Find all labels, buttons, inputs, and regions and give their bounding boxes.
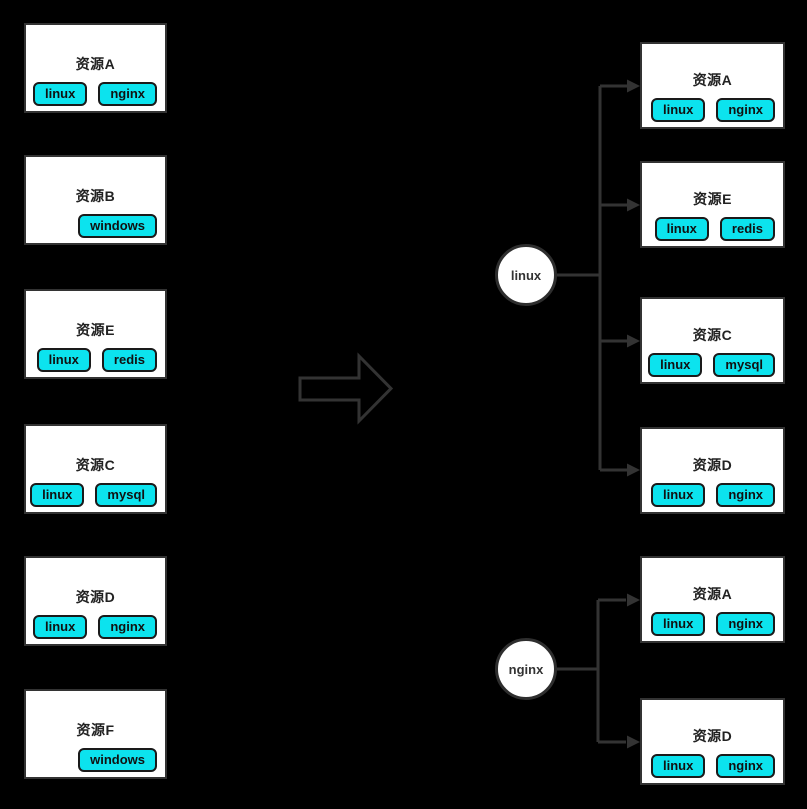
left-card-resource-a: 资源A linux nginx xyxy=(24,23,167,113)
tag-row: windows xyxy=(26,748,165,777)
card-title: 资源E xyxy=(76,322,115,338)
arrowhead-icon xyxy=(627,79,640,93)
tag-nginx: nginx xyxy=(716,98,775,122)
tag-nginx: nginx xyxy=(716,612,775,636)
left-card-resource-e: 资源E linux redis xyxy=(24,289,167,379)
linux-group-card-resource-c: 资源C linux mysql xyxy=(640,297,785,384)
linux-group-connector xyxy=(557,84,628,472)
tag-nginx: nginx xyxy=(98,615,157,639)
tag-linux: linux xyxy=(36,348,91,372)
tag-mysql: mysql xyxy=(95,483,157,507)
tag-linux: linux xyxy=(32,615,88,639)
card-title: 资源D xyxy=(692,728,733,744)
card-title: 资源F xyxy=(76,722,115,738)
group-node-label: nginx xyxy=(508,661,544,677)
card-title: 资源C xyxy=(75,457,116,473)
nginx-group-card-resource-a: 资源A linux nginx xyxy=(640,556,785,643)
tag-row: linux nginx xyxy=(642,612,783,641)
linux-group-card-resource-a: 资源A linux nginx xyxy=(640,42,785,129)
card-title: 资源D xyxy=(692,457,733,473)
card-title: 资源A xyxy=(75,56,116,72)
tag-row: linux nginx xyxy=(642,754,783,783)
tag-row: linux redis xyxy=(26,348,165,377)
tag-row: linux mysql xyxy=(642,353,783,382)
tag-row: linux nginx xyxy=(26,615,165,644)
linux-group-card-resource-e: 资源E linux redis xyxy=(640,161,785,248)
tag-windows: windows xyxy=(78,214,157,238)
card-title: 资源B xyxy=(75,188,116,204)
card-title: 资源E xyxy=(693,191,732,207)
transform-arrow-icon xyxy=(298,352,394,425)
group-node-linux: linux xyxy=(495,244,557,306)
tag-linux: linux xyxy=(648,353,703,377)
tag-linux: linux xyxy=(650,483,706,507)
tag-row: linux nginx xyxy=(642,98,783,127)
tag-row: linux nginx xyxy=(26,82,165,111)
card-title: 资源A xyxy=(692,72,733,88)
tag-linux: linux xyxy=(32,82,88,106)
tag-linux: linux xyxy=(30,483,85,507)
tag-linux: linux xyxy=(650,98,706,122)
tag-nginx: nginx xyxy=(98,82,157,106)
tag-mysql: mysql xyxy=(713,353,775,377)
tag-nginx: nginx xyxy=(716,754,775,778)
linux-group-card-resource-d: 资源D linux nginx xyxy=(640,427,785,514)
arrowhead-icon xyxy=(627,735,640,749)
group-node-label: linux xyxy=(510,267,542,283)
card-title: 资源A xyxy=(692,586,733,602)
tag-linux: linux xyxy=(650,612,706,636)
arrowhead-icon xyxy=(627,463,640,477)
arrowhead-icon xyxy=(627,198,640,212)
group-node-nginx: nginx xyxy=(495,638,557,700)
left-card-resource-d: 资源D linux nginx xyxy=(24,556,167,646)
tag-windows: windows xyxy=(78,748,157,772)
left-card-resource-f: 资源F windows xyxy=(24,689,167,779)
tag-row: windows xyxy=(26,214,165,243)
tag-linux: linux xyxy=(654,217,709,241)
arrowhead-icon xyxy=(627,334,640,348)
tag-redis: redis xyxy=(101,348,157,372)
card-title: 资源C xyxy=(692,327,733,343)
nginx-group-card-resource-d: 资源D linux nginx xyxy=(640,698,785,785)
tag-redis: redis xyxy=(719,217,775,241)
tag-row: linux redis xyxy=(642,217,783,246)
tag-row: linux nginx xyxy=(642,483,783,512)
left-card-resource-b: 资源B windows xyxy=(24,155,167,245)
card-title: 资源D xyxy=(75,589,116,605)
nginx-group-connector xyxy=(556,598,626,744)
arrowhead-icon xyxy=(627,593,640,607)
left-card-resource-c: 资源C linux mysql xyxy=(24,424,167,514)
tag-linux: linux xyxy=(650,754,706,778)
tag-nginx: nginx xyxy=(716,483,775,507)
tag-row: linux mysql xyxy=(26,483,165,512)
